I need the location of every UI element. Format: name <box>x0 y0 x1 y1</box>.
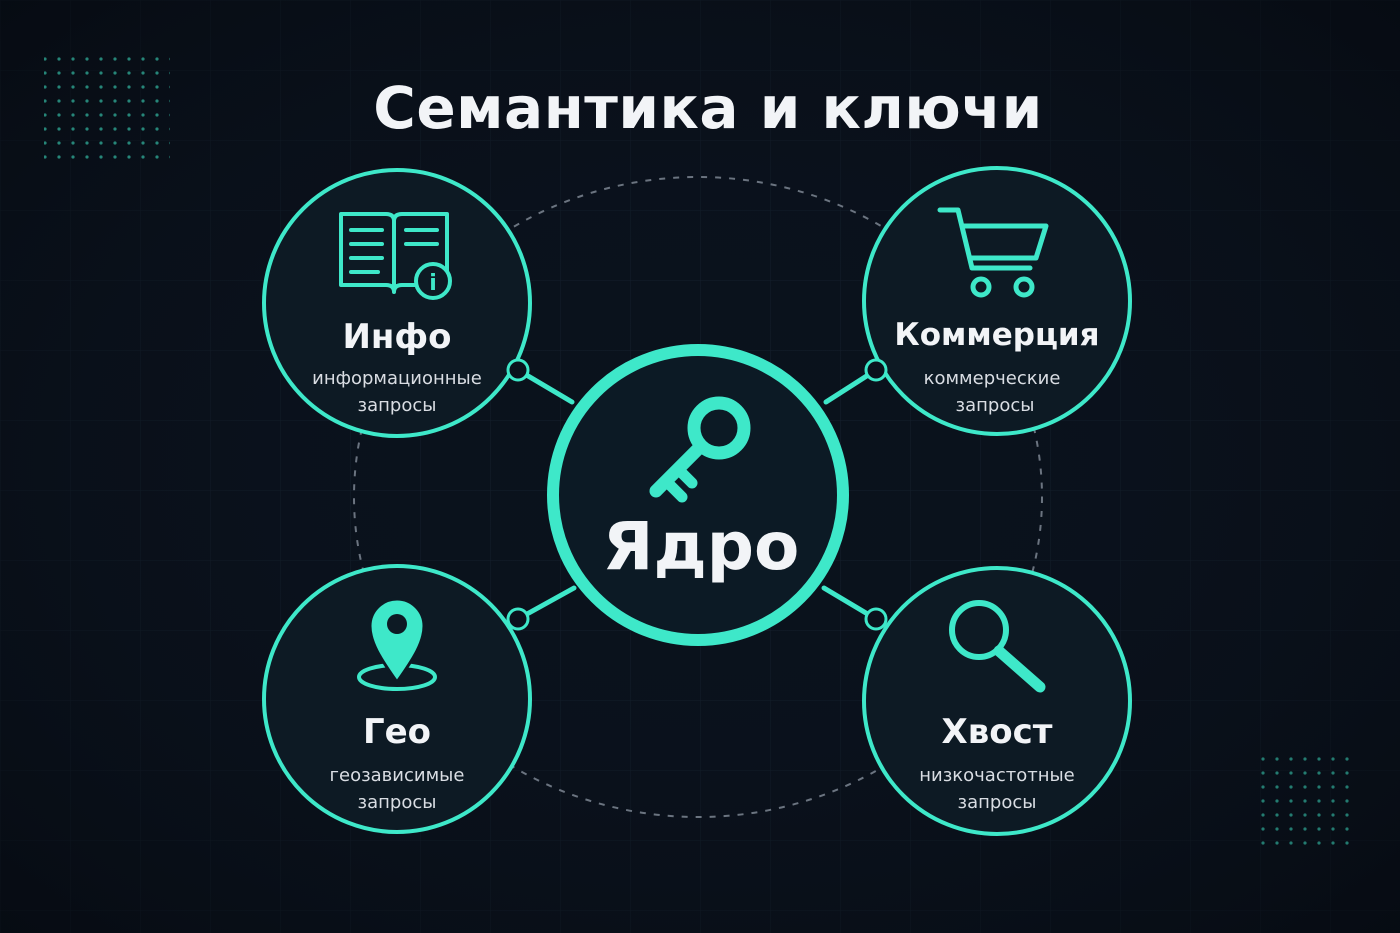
node-core-circle <box>547 344 849 646</box>
node-info-circle <box>262 168 532 438</box>
info-badge-icon <box>414 262 452 300</box>
node-geo-subtitle-line2: запросы <box>358 792 437 813</box>
node-tail-title: Хвост <box>942 712 1053 752</box>
node-tail-subtitle-line2: запросы <box>958 792 1037 813</box>
dashed-orbit <box>353 176 1043 818</box>
book-info-icon <box>339 212 449 294</box>
node-info-subtitle-line2: запросы <box>358 395 437 416</box>
key-icon <box>649 396 751 503</box>
node-commerce-subtitle-line2: запросы <box>956 395 1035 416</box>
node-geo[interactable]: Гео геозависимые запросы <box>262 564 532 834</box>
node-commerce-title: Коммерция <box>894 317 1099 353</box>
map-pin-icon <box>357 597 437 691</box>
connector-dot-commerce <box>864 358 888 382</box>
node-info-title: Инфо <box>342 317 451 357</box>
info-badge-glyph: i <box>429 271 437 296</box>
node-tail-subtitle-line1: низкочастотные <box>919 765 1075 786</box>
node-tail[interactable]: Хвост низкочастотные запросы <box>862 566 1132 836</box>
page-title: Семантика и ключи <box>373 74 1043 142</box>
node-geo-subtitle-line1: геозависимые <box>330 765 465 786</box>
node-info[interactable]: i Инфо информационные запросы <box>262 168 532 438</box>
node-geo-circle <box>262 564 532 834</box>
node-core[interactable]: Ядро <box>547 344 849 646</box>
node-core-label: Ядро <box>603 508 800 585</box>
connector-dot-geo <box>506 607 530 631</box>
node-geo-title: Гео <box>363 712 431 752</box>
dots-decoration-top-left <box>44 48 170 160</box>
magnifier-icon <box>949 600 1046 693</box>
node-commerce-circle <box>862 166 1132 436</box>
connector-dots <box>506 358 888 631</box>
node-tail-circle <box>862 566 1132 836</box>
node-commerce[interactable]: Коммерция коммерческие запросы <box>862 166 1132 436</box>
connector-dot-tail <box>864 607 888 631</box>
dots-decoration-bottom-right <box>1256 748 1356 848</box>
shopping-cart-icon <box>937 207 1049 298</box>
node-commerce-subtitle-line1: коммерческие <box>924 368 1061 389</box>
node-info-subtitle-line1: информационные <box>312 368 482 389</box>
connector-dot-info <box>506 358 530 382</box>
